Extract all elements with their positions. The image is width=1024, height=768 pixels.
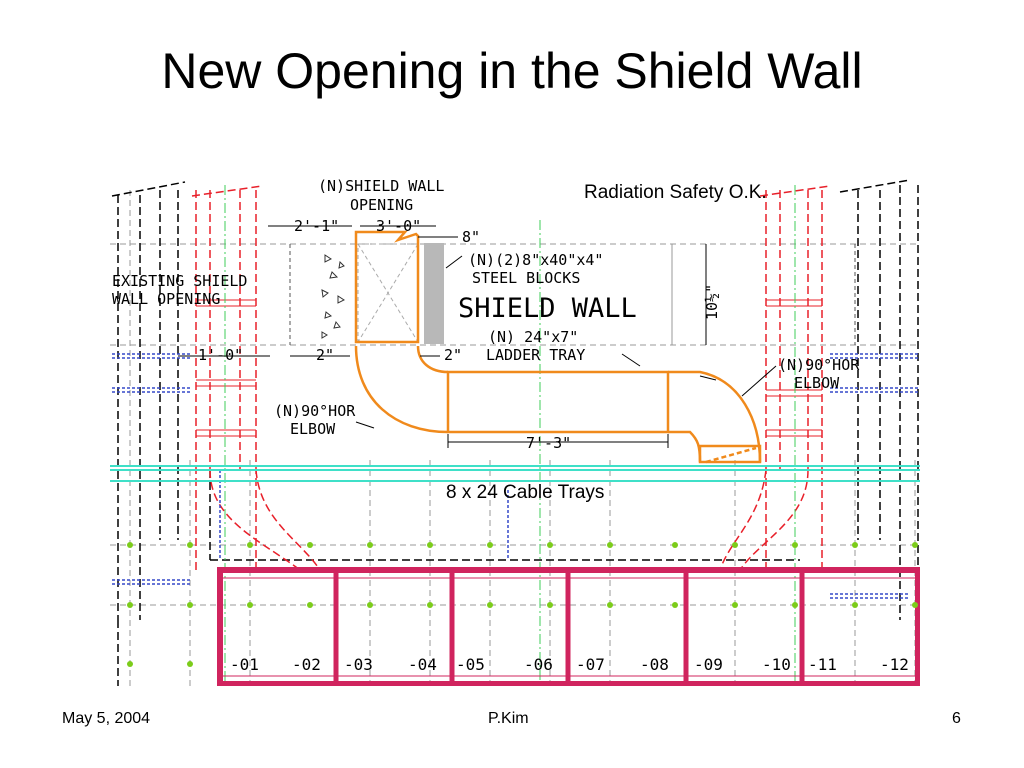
label-ladder-tray-line2: LADDER TRAY	[486, 346, 585, 364]
rack-label: -06	[524, 655, 553, 674]
grid-dot	[487, 602, 493, 608]
footer-author: P.Kim	[488, 710, 529, 727]
grid-dot	[607, 542, 613, 548]
grid-dot	[127, 602, 133, 608]
label-elbow-left-line2: ELBOW	[290, 420, 336, 438]
rack-label: -02	[292, 655, 321, 674]
grid-dot	[427, 602, 433, 608]
label-elbow-right-line1: (N)90°HOR	[778, 356, 860, 374]
grid-dot	[912, 542, 918, 548]
label-ladder-tray-line1: (N) 24"x7"	[488, 328, 578, 346]
rack-labels: -01 -02 -03 -04 -05 -06 -07 -08 -09 -10 -11 -12	[230, 655, 909, 674]
grid-dot	[367, 602, 373, 608]
cad-labels: (N)SHIELD WALL OPENING EXISTING SHIELD W…	[112, 177, 860, 452]
grid-dot	[792, 542, 798, 548]
grid-dot	[427, 542, 433, 548]
grid-dot	[367, 542, 373, 548]
callout-radiation-safety: Radiation Safety O.K.	[584, 182, 767, 203]
label-existing-opening-line1: EXISTING SHIELD	[112, 272, 247, 290]
rack-label: -07	[576, 655, 605, 674]
label-new-opening-line1: (N)SHIELD WALL	[318, 177, 444, 195]
grid-dot	[852, 542, 858, 548]
grid-dot	[127, 542, 133, 548]
label-steel-blocks-line2: STEEL BLOCKS	[472, 269, 580, 287]
rack-label: -01	[230, 655, 259, 674]
grid-dot	[547, 602, 553, 608]
label-existing-opening-line2: WALL OPENING	[112, 290, 220, 308]
rack-label: -08	[640, 655, 669, 674]
grid-dot	[607, 602, 613, 608]
label-steel-blocks-line1: (N)(2)8"x40"x4"	[468, 251, 603, 269]
grid-dot	[732, 602, 738, 608]
grid-dot	[912, 602, 918, 608]
dim-1-0: 1'-0"	[198, 346, 243, 364]
dim-2-1: 2'-1"	[294, 217, 339, 235]
red-columns	[191, 185, 831, 571]
grid-dot	[187, 542, 193, 548]
shield-wall-body	[289, 244, 856, 345]
label-shield-wall: SHIELD WALL	[458, 293, 637, 324]
grid-dot	[247, 542, 253, 548]
grid-dot	[852, 602, 858, 608]
grid-dot	[307, 542, 313, 548]
rack-label: -12	[880, 655, 909, 674]
dim-8in: 8"	[462, 228, 480, 246]
rack-label: -03	[344, 655, 373, 674]
grid-dot	[672, 602, 678, 608]
dim-10-5: 10½"	[703, 284, 721, 320]
grid-dot	[732, 542, 738, 548]
slide-title: New Opening in the Shield Wall	[161, 43, 863, 99]
label-new-opening-line2: OPENING	[350, 196, 413, 214]
grid-dot	[792, 602, 798, 608]
rack-label: -04	[408, 655, 437, 674]
new-shield-wall-opening	[354, 230, 420, 344]
grid-dot	[187, 661, 193, 667]
dim-3-0: 3'-0"	[376, 217, 421, 235]
dim-2in-left: 2"	[316, 346, 334, 364]
blue-side-trays	[112, 353, 918, 599]
rack-label: -09	[694, 655, 723, 674]
grid-dot	[487, 542, 493, 548]
callout-cable-trays: 8 x 24 Cable Trays	[446, 482, 604, 503]
grid-dot	[127, 661, 133, 667]
dim-7-3: 7'-3"	[526, 434, 571, 452]
red-column-hatching	[196, 299, 822, 437]
new-ladder-tray	[354, 345, 762, 464]
existing-opening-hatch	[321, 254, 345, 339]
grid-dot	[547, 542, 553, 548]
dim-2in-right: 2"	[444, 346, 462, 364]
label-elbow-right-line2: ELBOW	[794, 374, 840, 392]
cable-tray-lines	[110, 465, 920, 482]
footer-date: May 5, 2004	[62, 710, 151, 727]
label-elbow-left-line1: (N)90°HOR	[274, 402, 356, 420]
grid-dot	[187, 602, 193, 608]
shield-wall-drawing: (N)SHIELD WALL OPENING EXISTING SHIELD W…	[110, 177, 920, 686]
grid-dot	[247, 602, 253, 608]
rack-label: -10	[762, 655, 791, 674]
grid-dot	[672, 542, 678, 548]
grid-dot	[307, 602, 313, 608]
rack-label: -11	[808, 655, 837, 674]
rack-frame	[217, 567, 920, 686]
steel-blocks	[424, 243, 444, 344]
dimension-lines	[178, 225, 777, 448]
grid-dots	[127, 542, 918, 667]
rack-label: -05	[456, 655, 485, 674]
footer-page-number: 6	[952, 710, 961, 727]
